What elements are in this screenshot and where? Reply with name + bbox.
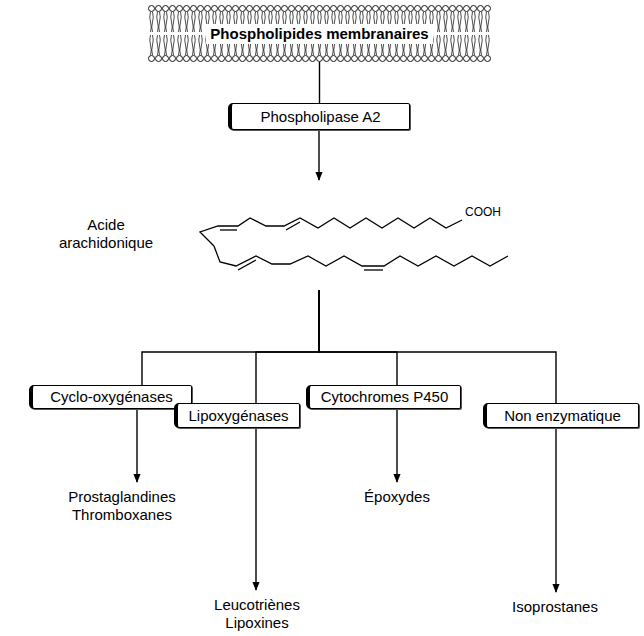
node-label: Lipoxygénases [188, 407, 288, 425]
product-label: Isoprostanes [512, 598, 598, 616]
product-label: Leucotriènes Lipoxines [214, 596, 300, 632]
product-label: Isoprostanes [510, 598, 600, 616]
enzyme-box: Cyclo-oxygénases [29, 385, 192, 409]
enzyme-box: Non enzymatique [483, 403, 639, 428]
connector [396, 409, 397, 482]
node-label: Phospholipase A2 [260, 108, 380, 126]
enzyme-box: Cytochromes P450 [306, 385, 461, 409]
product-label: Époxydes [364, 488, 430, 506]
node-label: Cyclo-oxygénases [50, 388, 173, 406]
product-label: Prostaglandines Thromboxanes [66, 488, 178, 524]
connector [319, 62, 320, 103]
node-label: Non enzymatique [504, 407, 621, 425]
node-label: Acide arachidonique [50, 216, 162, 252]
connector [142, 290, 319, 385]
product-label: Prostaglandines Thromboxanes [68, 488, 176, 524]
connector [555, 428, 556, 592]
membrane-band: Phospholipides membranaires [148, 5, 491, 62]
node-label: Phospholipides membranaires [206, 24, 432, 44]
enzyme-box: Lipoxygénases [174, 403, 300, 428]
enzyme-box: Phospholipase A2 [228, 103, 410, 130]
product-label: Époxydes [362, 488, 432, 506]
connector [319, 290, 397, 385]
connector [255, 428, 256, 590]
connector [136, 409, 137, 482]
node-label: Cytochromes P450 [321, 388, 449, 406]
connector [318, 130, 319, 180]
product-label: Leucotriènes Lipoxines [212, 596, 302, 632]
molecule-node: Acide arachidonique [50, 183, 515, 290]
chemical-group: COOH [465, 203, 501, 221]
